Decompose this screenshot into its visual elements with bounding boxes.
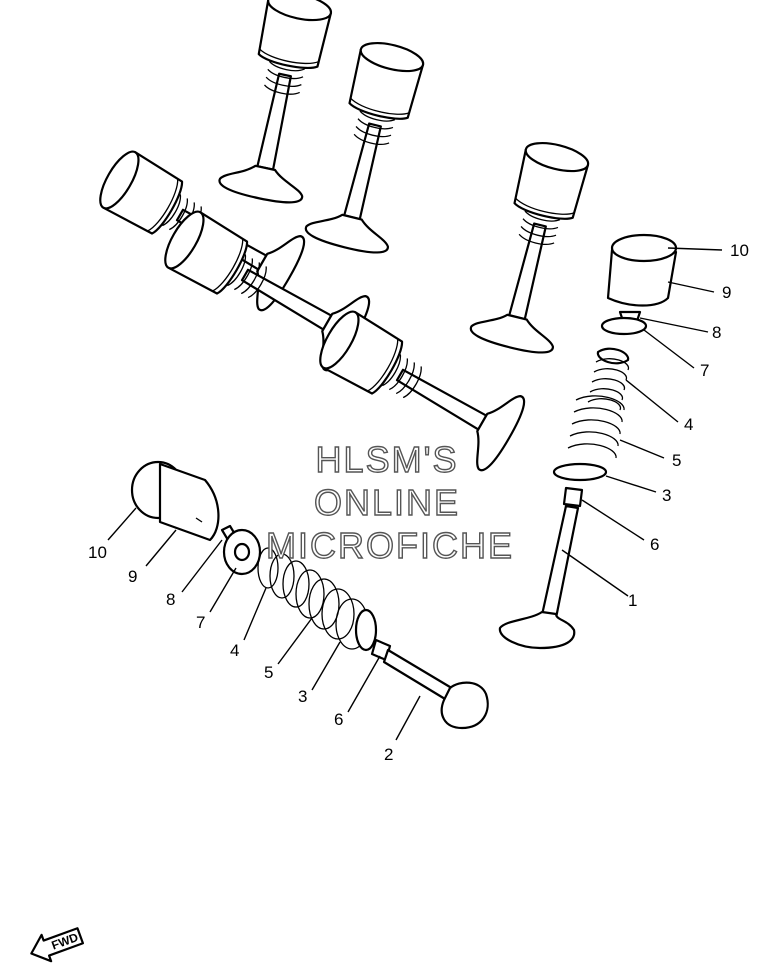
watermark: HLSM'S ONLINE MICROFICHE (265, 438, 514, 566)
callout-left-10: 10 (88, 543, 107, 562)
callout-right-9: 9 (722, 283, 731, 302)
callout-right-7: 7 (700, 361, 709, 380)
tappet-bucket-part-9 (158, 462, 220, 542)
valve-head-part-2 (440, 681, 489, 730)
watermark-line-1: HLSM'S (316, 439, 459, 480)
callout-right-3: 3 (662, 486, 671, 505)
callout-left-7: 7 (196, 613, 205, 632)
callouts-right: 10 9 8 7 4 5 3 6 1 (628, 241, 749, 610)
watermark-line-2: ONLINE (314, 482, 460, 523)
valve-assembly-intake-1 (216, 0, 345, 209)
leader-lines-right (561, 247, 723, 597)
valve-assembly-intake-2 (302, 34, 437, 259)
callout-right-1: 1 (628, 591, 637, 610)
valve-part-1 (540, 504, 580, 620)
watermark-line-3: MICROFICHE (266, 525, 514, 566)
exploded-exhaust-valve (130, 460, 489, 730)
callouts-left: 10 9 8 7 4 5 3 6 2 (88, 543, 393, 764)
outer-spring-part-5 (567, 395, 625, 459)
tappet-bucket-part-9 (606, 248, 678, 307)
inner-spring-part-4 (587, 347, 630, 411)
callout-right-5: 5 (672, 451, 681, 470)
spring-retainer-part-7 (600, 316, 648, 336)
callout-left-9: 9 (128, 567, 137, 586)
fwd-direction-marker: FWD (30, 927, 85, 963)
valve-pad-part-10 (610, 233, 678, 263)
callout-right-10: 10 (730, 241, 749, 260)
callout-left-6: 6 (334, 710, 343, 729)
spring-seat-part-3 (552, 462, 608, 482)
leader-lines-left (107, 507, 421, 741)
callout-right-6: 6 (650, 535, 659, 554)
oil-seal-part-6 (562, 486, 584, 508)
callout-left-4: 4 (230, 641, 239, 660)
valve-part-2 (382, 648, 457, 704)
callout-left-8: 8 (166, 590, 175, 609)
callout-left-3: 3 (298, 687, 307, 706)
callout-left-5: 5 (264, 663, 273, 682)
exploded-intake-valve (498, 233, 678, 650)
valve-assembly-exhaust-1 (467, 134, 602, 359)
arrow-fwd-icon: FWD (30, 927, 85, 963)
callout-left-2: 2 (384, 745, 393, 764)
callout-right-4: 4 (684, 415, 693, 434)
callout-right-8: 8 (712, 323, 721, 342)
valve-head-part-1 (498, 610, 576, 650)
spring-seat-part-3 (354, 608, 378, 652)
